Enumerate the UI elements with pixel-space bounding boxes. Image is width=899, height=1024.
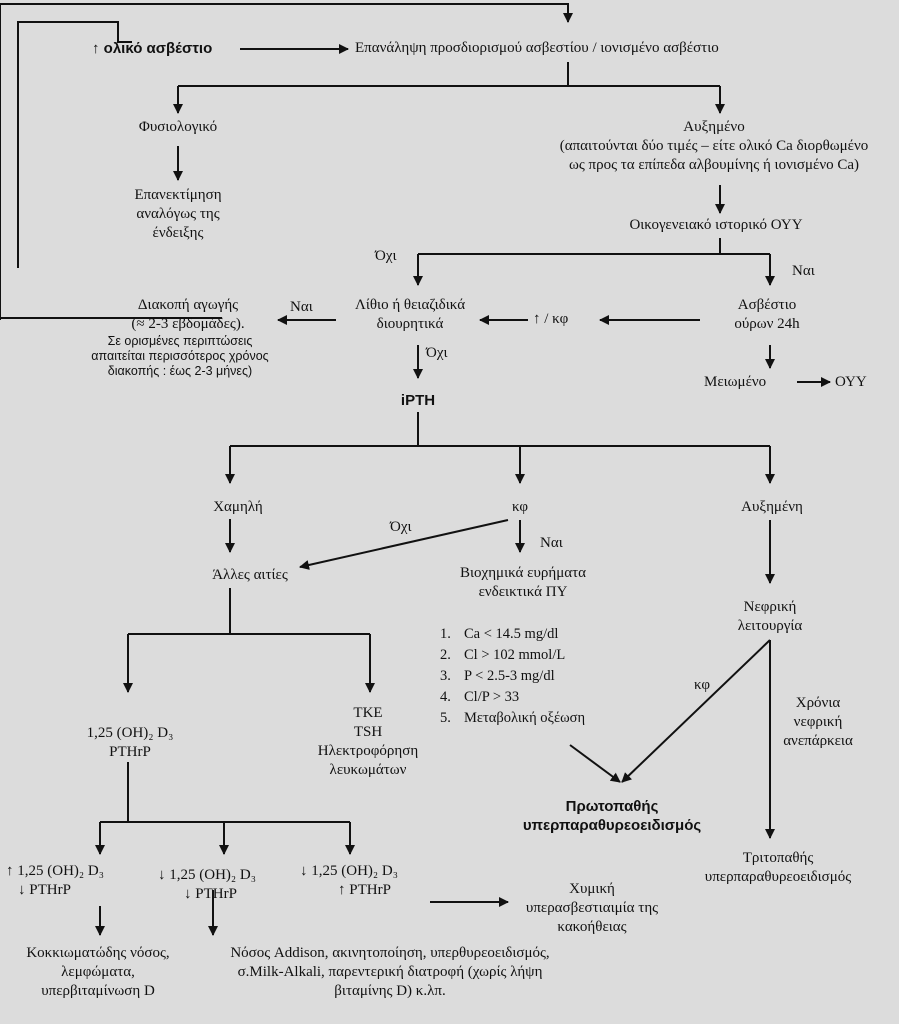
kf-label: κφ <box>694 677 711 693</box>
primary-line: υπερπαραθυρεοειδισμός <box>522 817 702 834</box>
branch-high-pthrp: ↓ 1,25 (OH)₂ D₃ ↑ PTHrP <box>300 862 398 900</box>
vitd-line: PTHrP <box>109 744 151 760</box>
biochemical-line: ενδεικτικά ΠΥ <box>478 584 568 600</box>
stop-treatment-line: (≈ 2-3 εβδομάδες). <box>131 316 245 332</box>
other-causes-node: Άλλες αιτίες <box>212 567 288 583</box>
biochemical-line: Βιοχημικά ευρήματα <box>460 565 586 581</box>
reevaluate-line: αναλόγως της <box>136 206 220 222</box>
ouy-node: ΟΥΥ <box>835 374 867 390</box>
granulomatous-node: Κοκκιωματώδης νόσος, λεμφώματα, υπερβιτα… <box>26 944 169 1001</box>
criteria-item: 3.P < 2.5-3 mg/dl <box>440 668 555 684</box>
total-calcium-node: ↑ ολικό ασβέστιο <box>92 40 213 57</box>
granulomatous-line: λεμφώματα, <box>61 964 135 980</box>
urine-calcium-node: Ασβέστιο ούρων 24h <box>734 296 799 334</box>
lithium-line: Λίθιο ή θειαζιδικά <box>354 297 466 313</box>
criteria-item: 2.Cl > 102 mmol/L <box>440 647 566 663</box>
tke-line: Ηλεκτροφόρηση <box>317 743 419 759</box>
note-line: διακοπής : έως 2-3 μήνες) <box>107 364 253 378</box>
branch-line: ↓ 1,25 (OH)₂ D₃ <box>158 867 256 883</box>
branch-line: ↓ PTHrP <box>18 882 71 898</box>
note-line: Σε ορισμένες περιπτώσεις <box>107 334 253 348</box>
primary-hpt-node: Πρωτοπαθής υπερπαραθυρεοειδισμός <box>523 797 701 835</box>
reevaluate-line: ένδειξης <box>152 225 204 241</box>
tertiary-hpt-node: Τριτοπαθής υπερπαραθυρεοειδισμός <box>705 849 851 887</box>
addison-line: Νόσος Addison, ακινητοποίηση, υπερθυρεοε… <box>230 945 550 961</box>
family-history-node: Οικογενειακό ιστορικό ΟΥΥ <box>629 217 803 233</box>
branch-high-vitd: ↑ 1,25 (OH)₂ D₃ ↓ PTHrP <box>6 862 104 900</box>
malignancy-node: Χυμική υπερασβεστιαιμία της κακοήθειας <box>526 880 658 937</box>
addison-line: σ.Milk-Alkali, παρεντερική διατροφή (χωρ… <box>237 964 543 980</box>
addison-line: βιταμίνης D) κ.λπ. <box>334 983 446 999</box>
branch-low-pthrp: ↓ 1,25 (OH)₂ D₃ ↓ PTHrP <box>158 866 256 904</box>
note-line: απαιτείται περισσότερος χρόνος <box>91 349 269 363</box>
tertiary-line: Τριτοπαθής <box>742 850 814 866</box>
criteria-item: 5.Μεταβολική οξέωση <box>440 710 586 726</box>
stop-treatment-line: Διακοπή αγωγής <box>137 297 239 313</box>
criteria-list: 1.Ca < 14.5 mg/dl 2.Cl > 102 mmol/L 3.P … <box>440 624 585 729</box>
ipth-node: iPTH <box>400 392 436 409</box>
elevated-f-node: Αυξημένη <box>741 499 803 515</box>
normal-kf-node: κφ <box>511 499 529 515</box>
chronic-line: ανεπάρκεια <box>783 733 853 749</box>
tke-line: TSH <box>353 724 383 740</box>
chronic-renal-node: Χρόνια νεφρική ανεπάρκεια <box>783 694 853 751</box>
granulomatous-line: Κοκκιωματώδης νόσος, <box>26 945 170 961</box>
up-kf-label: ↑ / κφ <box>533 311 569 327</box>
yes-label: Ναι <box>792 263 815 279</box>
no-label: Όχι <box>426 345 448 361</box>
granulomatous-line: υπερβιταμίνωση D <box>41 983 155 999</box>
stop-treatment-node: Διακοπή αγωγής (≈ 2-3 εβδομάδες). <box>131 296 244 334</box>
chronic-line: Χρόνια <box>795 695 841 711</box>
branch-line: ↑ 1,25 (OH)₂ D₃ <box>6 863 104 879</box>
normal-node: Φυσιολογικό <box>138 119 218 135</box>
malignancy-line: υπερασβεστιαιμία της <box>525 900 659 916</box>
vitd-line: 1,25 (OH)₂ D₃ <box>86 725 174 741</box>
elevated-line: Αυξημένο <box>683 119 745 135</box>
tke-line: TKE <box>353 705 383 721</box>
renal-line: Νεφρική <box>743 599 797 615</box>
reevaluate-node: Επανεκτίμηση αναλόγως της ένδειξης <box>134 186 221 243</box>
reevaluate-line: Επανεκτίμηση <box>134 187 222 203</box>
branch-line: ↑ PTHrP <box>338 882 391 898</box>
low-node: Χαμηλή <box>213 499 263 515</box>
branch-line: ↓ PTHrP <box>184 886 237 902</box>
no-label: Όχι <box>375 248 397 264</box>
criteria-item: 1.Ca < 14.5 mg/dl <box>440 626 559 642</box>
urine-line: Ασβέστιο <box>737 297 797 313</box>
yes-label: Ναι <box>290 299 313 315</box>
lithium-thiazides-node: Λίθιο ή θειαζιδικά διουρητικά <box>355 296 465 334</box>
criteria-item: 4.Cl/P > 33 <box>440 689 520 705</box>
vitd-pthrp-node: 1,25 (OH)₂ D₃ PTHrP <box>87 724 174 762</box>
yes-label: Ναι <box>540 535 563 551</box>
no-label: Όχι <box>390 519 412 535</box>
elevated-line: (απαιτούνται δύο τιμές – είτε ολικό Ca δ… <box>559 138 869 154</box>
lithium-line: διουρητικά <box>376 316 444 332</box>
renal-line: λειτουργία <box>737 618 803 634</box>
primary-line: Πρωτοπαθής <box>565 798 659 815</box>
tke-tsh-node: TKE TSH Ηλεκτροφόρηση λευκωμάτων <box>318 704 418 780</box>
elevated-line: ως προς τα επίπεδα αλβουμίνης ή ιονισμέν… <box>568 157 860 173</box>
stop-treatment-note: Σε ορισμένες περιπτώσεις απαιτείται περι… <box>91 334 268 379</box>
malignancy-line: κακοήθειας <box>557 919 627 935</box>
chronic-line: νεφρική <box>793 714 843 730</box>
tertiary-line: υπερπαραθυρεοειδισμός <box>704 869 852 885</box>
malignancy-line: Χυμική <box>569 881 615 897</box>
repeat-measurement-node: Επανάληψη προσδιορισμού ασβεστίου / ιονι… <box>355 40 719 56</box>
tke-line: λευκωμάτων <box>329 762 407 778</box>
addison-node: Νόσος Addison, ακινητοποίηση, υπερθυρεοε… <box>230 944 549 1001</box>
renal-function-node: Νεφρική λειτουργία <box>738 598 803 636</box>
biochemical-node: Βιοχημικά ευρήματα ενδεικτικά ΠΥ <box>460 564 586 602</box>
urine-line: ούρων 24h <box>734 316 800 332</box>
branch-line: ↓ 1,25 (OH)₂ D₃ <box>300 863 398 879</box>
reduced-node: Μειωμένο <box>704 374 767 390</box>
elevated-node: Αυξημένο (απαιτούνται δύο τιμές – είτε ο… <box>560 118 869 175</box>
